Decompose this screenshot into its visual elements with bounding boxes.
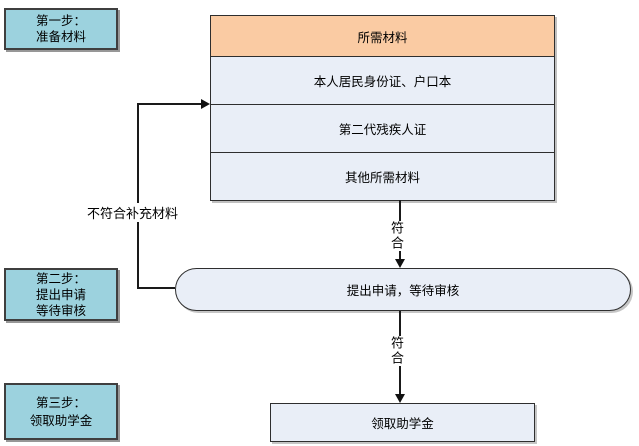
arrowhead-down-icon — [395, 259, 405, 268]
step-2-line-2: 提出申请 — [35, 287, 86, 302]
step-2-line-1: 第二步： — [35, 271, 86, 286]
materials-table-header: 所需材料 — [211, 16, 554, 57]
materials-table: 所需材料 本人居民身份证、户口本 第二代残疾人证 其他所需材料 — [210, 15, 555, 201]
feedback-line-top — [137, 103, 201, 105]
edge-label-fail: 不符合补充材料 — [85, 203, 181, 222]
step-2-line-3: 等待审核 — [35, 303, 86, 318]
receive-node-label: 领取助学金 — [371, 417, 434, 431]
step-3-line-2: 领取助学金 — [29, 413, 93, 428]
step-1-line-2: 准备材料 — [35, 30, 86, 44]
step-3-box: 第三步： 领取助学金 — [4, 383, 118, 440]
step-3-line-1: 第三步： — [35, 395, 86, 410]
feedback-line-vertical — [137, 103, 139, 288]
arrowhead-right-icon — [201, 99, 210, 109]
materials-row-id-card: 本人居民身份证、户口本 — [211, 57, 554, 105]
apply-node: 提出申请，等待审核 — [175, 268, 631, 311]
edge-label-pass-1: 符合 — [389, 221, 404, 251]
materials-row-other: 其他所需材料 — [211, 153, 554, 200]
edge-label-pass-2: 符合 — [389, 336, 404, 366]
feedback-line-bottom — [137, 287, 175, 289]
arrowhead-down-icon — [395, 394, 405, 403]
apply-node-label: 提出申请，等待审核 — [346, 284, 460, 298]
step-2-box: 第二步： 提出申请 等待审核 — [4, 268, 118, 321]
step-1-line-1: 第一步： — [35, 14, 86, 28]
step-1-box: 第一步： 准备材料 — [4, 8, 118, 50]
materials-row-disability-cert: 第二代残疾人证 — [211, 105, 554, 153]
receive-node: 领取助学金 — [270, 403, 535, 442]
